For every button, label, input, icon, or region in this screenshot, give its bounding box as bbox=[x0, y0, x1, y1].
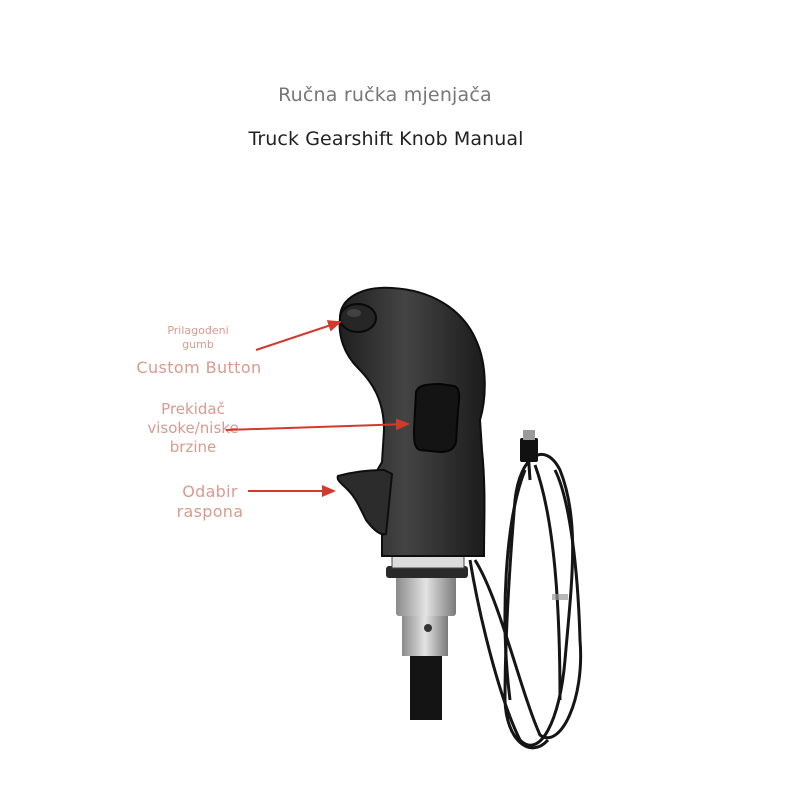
range-switch-label-line2: visoke/niske bbox=[147, 418, 239, 437]
high-low-switch bbox=[412, 382, 461, 454]
usb-cable bbox=[468, 449, 583, 750]
document-subtitle: Ručna ručka mjenjača bbox=[278, 84, 492, 106]
custom-button-label-en: Custom Button bbox=[136, 358, 262, 377]
range-select-label: Odabir raspona bbox=[160, 482, 260, 522]
document-title: Truck Gearshift Knob Manual bbox=[248, 128, 524, 150]
custom-button-arrow bbox=[255, 320, 342, 351]
shift-shaft bbox=[410, 650, 442, 720]
range-select-label-line1: Odabir bbox=[182, 482, 238, 501]
range-switch-label-line3: brzine bbox=[169, 437, 217, 456]
range-switch-label-line1: Prekidač bbox=[161, 400, 225, 418]
custom-button-label-hr-line2: gumb bbox=[182, 338, 214, 352]
usb-connector bbox=[520, 438, 538, 462]
range-select-lever bbox=[336, 468, 394, 536]
range-select-label-line2: raspona bbox=[176, 502, 244, 521]
range-switch-label: Prekidač visoke/niske brzine bbox=[130, 400, 256, 456]
custom-button-label-hr: Prilagođeni gumb bbox=[140, 324, 256, 353]
custom-button bbox=[339, 303, 377, 333]
custom-button-label-hr-line1: Prilagođeni bbox=[167, 324, 229, 337]
range-switch-arrow bbox=[225, 418, 410, 431]
